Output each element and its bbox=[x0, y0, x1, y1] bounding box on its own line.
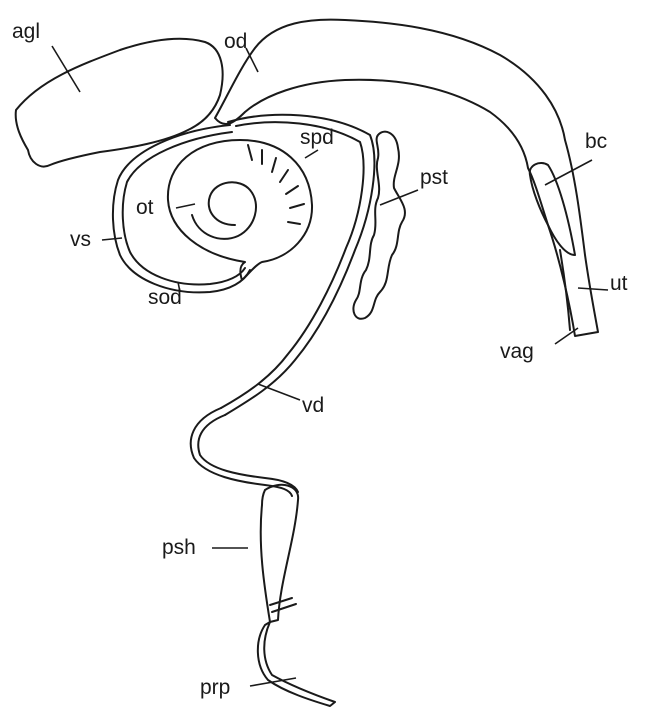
label-od: od bbox=[224, 30, 247, 53]
penis-retractor bbox=[270, 598, 296, 612]
vas-deferens-inner bbox=[191, 408, 292, 496]
ovotestis-spiral bbox=[192, 182, 256, 239]
label-ot: ot bbox=[136, 196, 154, 219]
albumen-gland bbox=[16, 39, 223, 167]
prostate bbox=[353, 132, 405, 319]
label-pst: pst bbox=[420, 166, 448, 189]
label-prp: prp bbox=[200, 676, 230, 699]
label-vag: vag bbox=[500, 340, 534, 363]
label-agl: agl bbox=[12, 20, 40, 43]
oviduct bbox=[215, 20, 598, 336]
label-sod: sod bbox=[148, 286, 182, 309]
label-vs: vs bbox=[70, 228, 91, 251]
label-spd: spd bbox=[300, 126, 334, 149]
spermoviduct bbox=[225, 115, 374, 415]
label-vd: vd bbox=[302, 394, 324, 417]
label-psh: psh bbox=[162, 536, 196, 559]
label-bc: bc bbox=[585, 130, 607, 153]
vagina bbox=[560, 250, 570, 330]
ovotestis bbox=[168, 140, 312, 280]
preputium bbox=[258, 622, 335, 706]
label-ut: ut bbox=[610, 272, 628, 295]
vas-deferens bbox=[198, 415, 298, 492]
hermaphrodite-duct-loop bbox=[113, 125, 250, 292]
